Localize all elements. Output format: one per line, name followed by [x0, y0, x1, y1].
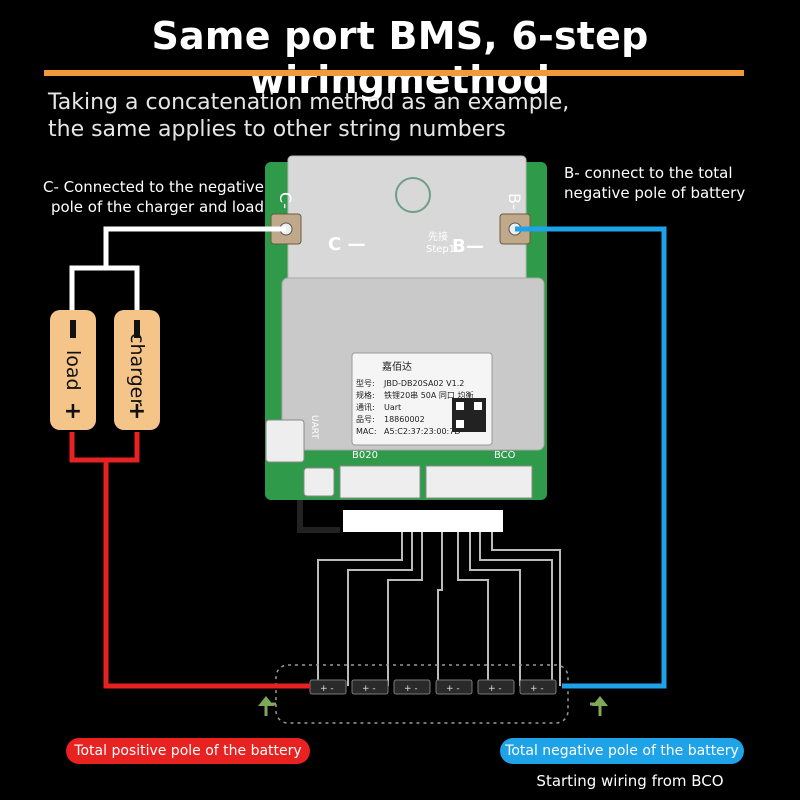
qr-finder-2 [474, 402, 482, 410]
label-key: MAC: [356, 427, 377, 436]
series-cell [477, 679, 515, 695]
charger-pos-mark: + [127, 399, 147, 424]
bco-label: BCO [494, 450, 516, 461]
label-value: JBD-DB20SA02 V1.2 [383, 379, 464, 388]
subtitle-line-2: the same applies to other string numbers [48, 117, 506, 142]
subtitle-line-1: Taking a concatenation method as an exam… [48, 90, 570, 115]
label-key: 品号: [356, 415, 375, 424]
qr-finder-1 [456, 402, 464, 410]
label-key: 规格: [356, 390, 375, 400]
blue-wire [515, 226, 667, 689]
label-key: 型号: [356, 379, 375, 388]
load-cell: load + [50, 310, 96, 430]
load-pos-mark: + [63, 399, 83, 424]
total-positive-pill: Total positive pole of the battery [66, 738, 310, 764]
series-cell-sign: + - [488, 684, 502, 694]
red-wire-branch [106, 432, 140, 463]
label-rows: 型号: JBD-DB20SA02 V1.2 规格: 铁锂20串 50A 同口 均衡通讯… [356, 379, 473, 436]
series-cell-sign: + - [530, 684, 544, 694]
b-terminal-text: B— [452, 236, 484, 257]
right-arrow-head-icon [592, 696, 608, 706]
title-underline [44, 70, 744, 76]
connector-b020 [339, 465, 421, 499]
balance-plug [343, 510, 503, 532]
top-heatsink [287, 155, 527, 287]
qr-finder-3 [456, 420, 464, 428]
label-value: 铁锂20串 50A 同口 均衡 [384, 390, 473, 400]
c-label: C- [276, 192, 295, 209]
step-badge [395, 177, 431, 213]
uart-connector [265, 419, 305, 463]
series-cell [519, 679, 557, 695]
b-minus-note: B- connect to the total negative pole of… [564, 164, 746, 202]
label-key: 通讯: [356, 402, 375, 412]
bms-board: C- B- C — 先接 Step1 B— 嘉佰达 型号: JBD-DB20SA0… [265, 155, 547, 533]
series-cell-sign: + - [320, 684, 334, 694]
side-connector [303, 467, 335, 497]
connector-bco [425, 465, 533, 499]
c-minus-note: C- Connected to the negative pole of the… [42, 178, 264, 216]
series-cell [435, 679, 473, 695]
total-negative-pill: Total negative pole of the battery [500, 738, 744, 764]
b-step-cn: 先接 [428, 230, 448, 243]
b020-label: B020 [352, 450, 378, 461]
series-cell [351, 679, 389, 695]
b-step: Step1 [426, 244, 455, 255]
uart-cable [297, 500, 340, 533]
series-cell-sign: + - [404, 684, 418, 694]
start-note: Starting wiring from BCO [536, 772, 724, 790]
charger-cell: charger + [114, 310, 160, 430]
b-label: B- [505, 193, 524, 210]
balance-wires [317, 532, 561, 686]
series-cells: + - + - + - + - + - + - [309, 679, 557, 695]
series-cell [393, 679, 431, 695]
series-cell-sign: + - [362, 684, 376, 694]
battery-pack-outline [275, 664, 569, 724]
label-value: 18860002 [384, 415, 425, 424]
series-cell-sign: + - [446, 684, 460, 694]
brand-text: 嘉佰达 [382, 360, 412, 373]
label-value: A5:C2:37:23:00:7D [384, 427, 461, 436]
white-wire [69, 226, 286, 312]
load-label: load [62, 349, 84, 391]
white-wire-branch [106, 265, 140, 312]
page-title: Same port BMS, 6-step wiringmethod [151, 14, 649, 102]
c-terminal-text: C — [328, 234, 365, 255]
label-value: Uart [384, 403, 401, 412]
left-arrow-head-icon [258, 696, 274, 706]
charger-label: charger [126, 333, 148, 407]
load-neg-mark [70, 320, 76, 338]
charger-neg-mark [134, 320, 140, 338]
uart-label: UART [309, 415, 319, 439]
